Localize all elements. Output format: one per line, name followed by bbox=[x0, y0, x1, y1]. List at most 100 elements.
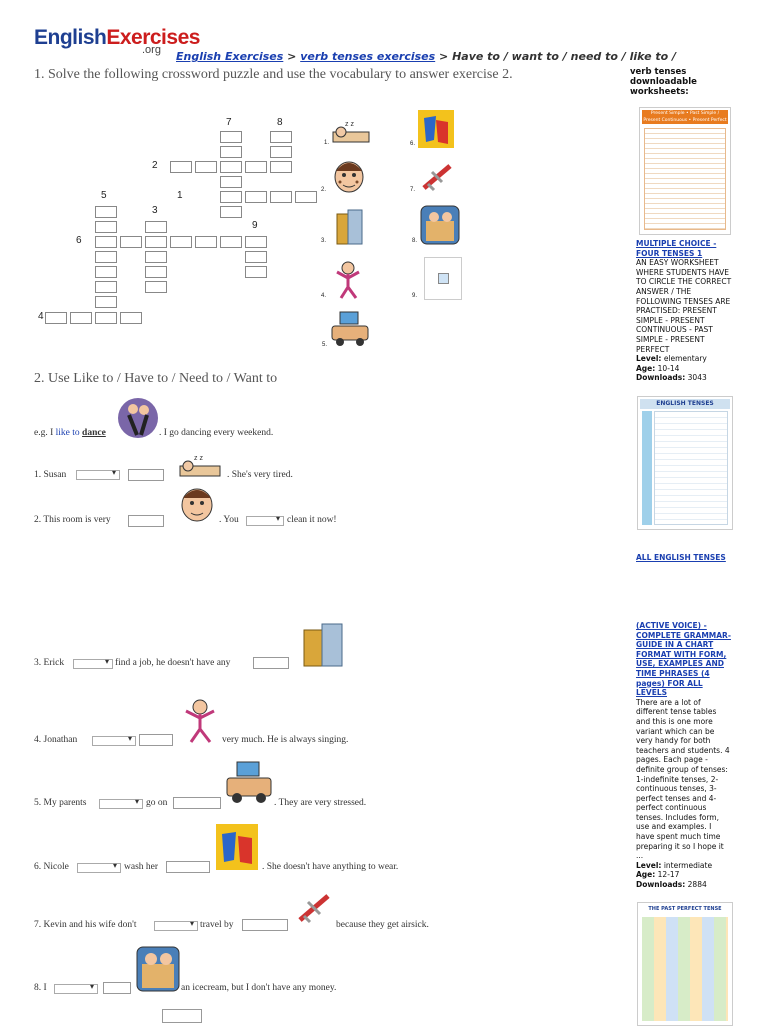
crossword-cell[interactable] bbox=[270, 131, 292, 143]
question-5-text: 5. My parents bbox=[34, 798, 87, 808]
picture-label: 7. bbox=[410, 187, 416, 193]
crossword-cell[interactable] bbox=[170, 236, 192, 248]
question-6-text-mid: wash her bbox=[124, 862, 159, 872]
breadcrumb-link-home[interactable]: English Exercises bbox=[176, 50, 284, 63]
ice-cream-shop-icon bbox=[136, 946, 180, 992]
breadcrumb-link-verb-tenses[interactable]: verb tenses exercises bbox=[300, 50, 436, 63]
question-3-select[interactable] bbox=[73, 657, 113, 669]
crossword-cell[interactable] bbox=[95, 296, 117, 308]
question-8-text: 8. I bbox=[34, 983, 47, 993]
level-value: elementary bbox=[663, 354, 707, 364]
crossword-cell[interactable] bbox=[220, 161, 242, 173]
crossword-cell[interactable] bbox=[95, 251, 117, 263]
section-2-title: 2. Use Like to / Have to / Need to / Wan… bbox=[34, 371, 278, 386]
example-sentence: e.g. I like to dance bbox=[34, 428, 106, 438]
sidebar-item-3-link[interactable]: (ACTIVE VOICE) - COMPLETE GRAMMAR-GUIDE … bbox=[636, 621, 731, 698]
crossword-cell[interactable] bbox=[170, 161, 192, 173]
question-9-answer-input[interactable] bbox=[162, 1009, 202, 1023]
question-7-select[interactable] bbox=[154, 919, 198, 931]
crossword-cell[interactable] bbox=[70, 312, 92, 324]
section-1-title: 1. Solve the following crossword puzzle … bbox=[34, 67, 513, 82]
crossword-cell[interactable] bbox=[145, 266, 167, 278]
question-8-answer-input[interactable] bbox=[103, 982, 131, 994]
coins-icon bbox=[336, 209, 363, 245]
dancing-couple-icon bbox=[118, 398, 158, 438]
crossword-cell[interactable] bbox=[120, 236, 142, 248]
question-5-answer-input[interactable] bbox=[173, 797, 221, 809]
crossword-cell[interactable] bbox=[95, 312, 117, 324]
crossword-cell[interactable] bbox=[120, 312, 142, 324]
logo-text-exercises: Exercises bbox=[106, 26, 200, 49]
question-7-text-mid: travel by bbox=[200, 920, 234, 930]
question-4-select[interactable] bbox=[92, 734, 136, 746]
crossword-cell[interactable] bbox=[220, 206, 242, 218]
site-logo[interactable]: EnglishExercises .org bbox=[34, 26, 200, 62]
crossword-cell[interactable] bbox=[45, 312, 67, 324]
sidebar-item-1: MULTIPLE CHOICE - FOUR TENSES 1 AN EASY … bbox=[636, 239, 732, 383]
level-label: Level: bbox=[636, 354, 662, 364]
worksheet-thumbnail[interactable]: THE PAST PERFECT TENSE bbox=[637, 902, 733, 1026]
holiday-car-icon bbox=[226, 761, 272, 803]
crossword-cell[interactable] bbox=[245, 161, 267, 173]
downloads-label: Downloads: bbox=[636, 373, 686, 383]
crossword-cell[interactable] bbox=[245, 251, 267, 263]
crossword-cell[interactable] bbox=[145, 221, 167, 233]
age-value: 12-17 bbox=[657, 870, 680, 880]
age-label: Age: bbox=[636, 870, 656, 880]
crossword-cell[interactable] bbox=[220, 236, 242, 248]
question-2-answer-input[interactable] bbox=[128, 515, 164, 527]
crossword-cell[interactable] bbox=[95, 281, 117, 293]
question-2-text-mid: . You bbox=[219, 515, 239, 525]
crossword-cell[interactable] bbox=[95, 221, 117, 233]
worksheet-thumbnail[interactable]: ENGLISH TENSES bbox=[637, 396, 733, 530]
question-3-answer-input[interactable] bbox=[253, 657, 289, 669]
worksheet-thumbnail[interactable]: Present Simple • Past Simple / Present C… bbox=[639, 107, 731, 235]
question-1-text-end: . She's very tired. bbox=[227, 470, 293, 480]
breadcrumb: English Exercises > verb tenses exercise… bbox=[176, 50, 676, 63]
question-3-text: 3. Erick bbox=[34, 658, 65, 668]
crossword-cell[interactable] bbox=[270, 191, 292, 203]
sleeping-icon: z z bbox=[332, 121, 370, 143]
question-1-select[interactable] bbox=[76, 468, 120, 480]
question-6-answer-input[interactable] bbox=[166, 861, 210, 873]
broken-image-icon bbox=[424, 257, 462, 300]
crossword-cell[interactable] bbox=[95, 236, 117, 248]
crossword-cell[interactable] bbox=[220, 176, 242, 188]
crossword-cell[interactable] bbox=[95, 206, 117, 218]
crossword-cell[interactable] bbox=[270, 161, 292, 173]
question-5-select[interactable] bbox=[99, 797, 143, 809]
question-8-select[interactable] bbox=[54, 982, 98, 994]
crossword-cell[interactable] bbox=[195, 236, 217, 248]
crossword-cell[interactable] bbox=[245, 191, 267, 203]
crossword-cell[interactable] bbox=[220, 191, 242, 203]
question-4-answer-input[interactable] bbox=[139, 734, 173, 746]
example-verb: like to bbox=[55, 428, 80, 438]
crossword-cell[interactable] bbox=[245, 266, 267, 278]
singing-person-icon bbox=[336, 261, 360, 299]
crossword-cell[interactable] bbox=[270, 146, 292, 158]
question-2-select[interactable] bbox=[246, 514, 284, 526]
crossword-cell[interactable] bbox=[145, 236, 167, 248]
crossword-cell[interactable] bbox=[220, 131, 242, 143]
sidebar-item-3: (ACTIVE VOICE) - COMPLETE GRAMMAR-GUIDE … bbox=[636, 621, 732, 890]
sleeping-icon: z z bbox=[179, 455, 221, 477]
sidebar-item-2-link[interactable]: ALL ENGLISH TENSES bbox=[636, 553, 726, 562]
crossword-cell[interactable] bbox=[145, 251, 167, 263]
breadcrumb-separator: > bbox=[283, 50, 301, 63]
crossword-cell[interactable] bbox=[145, 281, 167, 293]
question-7-text: 7. Kevin and his wife don't bbox=[34, 920, 137, 930]
example-answer: dance bbox=[82, 428, 106, 438]
question-6-select[interactable] bbox=[77, 861, 121, 873]
crossword-cell[interactable] bbox=[295, 191, 317, 203]
sidebar-item-1-link[interactable]: MULTIPLE CHOICE - FOUR TENSES 1 bbox=[636, 239, 717, 258]
picture-label: 1. bbox=[324, 140, 330, 146]
crossword-cell[interactable] bbox=[195, 161, 217, 173]
question-7-answer-input[interactable] bbox=[242, 919, 288, 931]
question-1-answer-input[interactable] bbox=[128, 469, 164, 481]
question-1-text: 1. Susan bbox=[34, 470, 67, 480]
crossword-cell[interactable] bbox=[245, 236, 267, 248]
holiday-car-icon bbox=[331, 311, 369, 346]
crossword-cell[interactable] bbox=[220, 146, 242, 158]
crossword-cell[interactable] bbox=[95, 266, 117, 278]
picture-label: 5. bbox=[322, 342, 328, 348]
